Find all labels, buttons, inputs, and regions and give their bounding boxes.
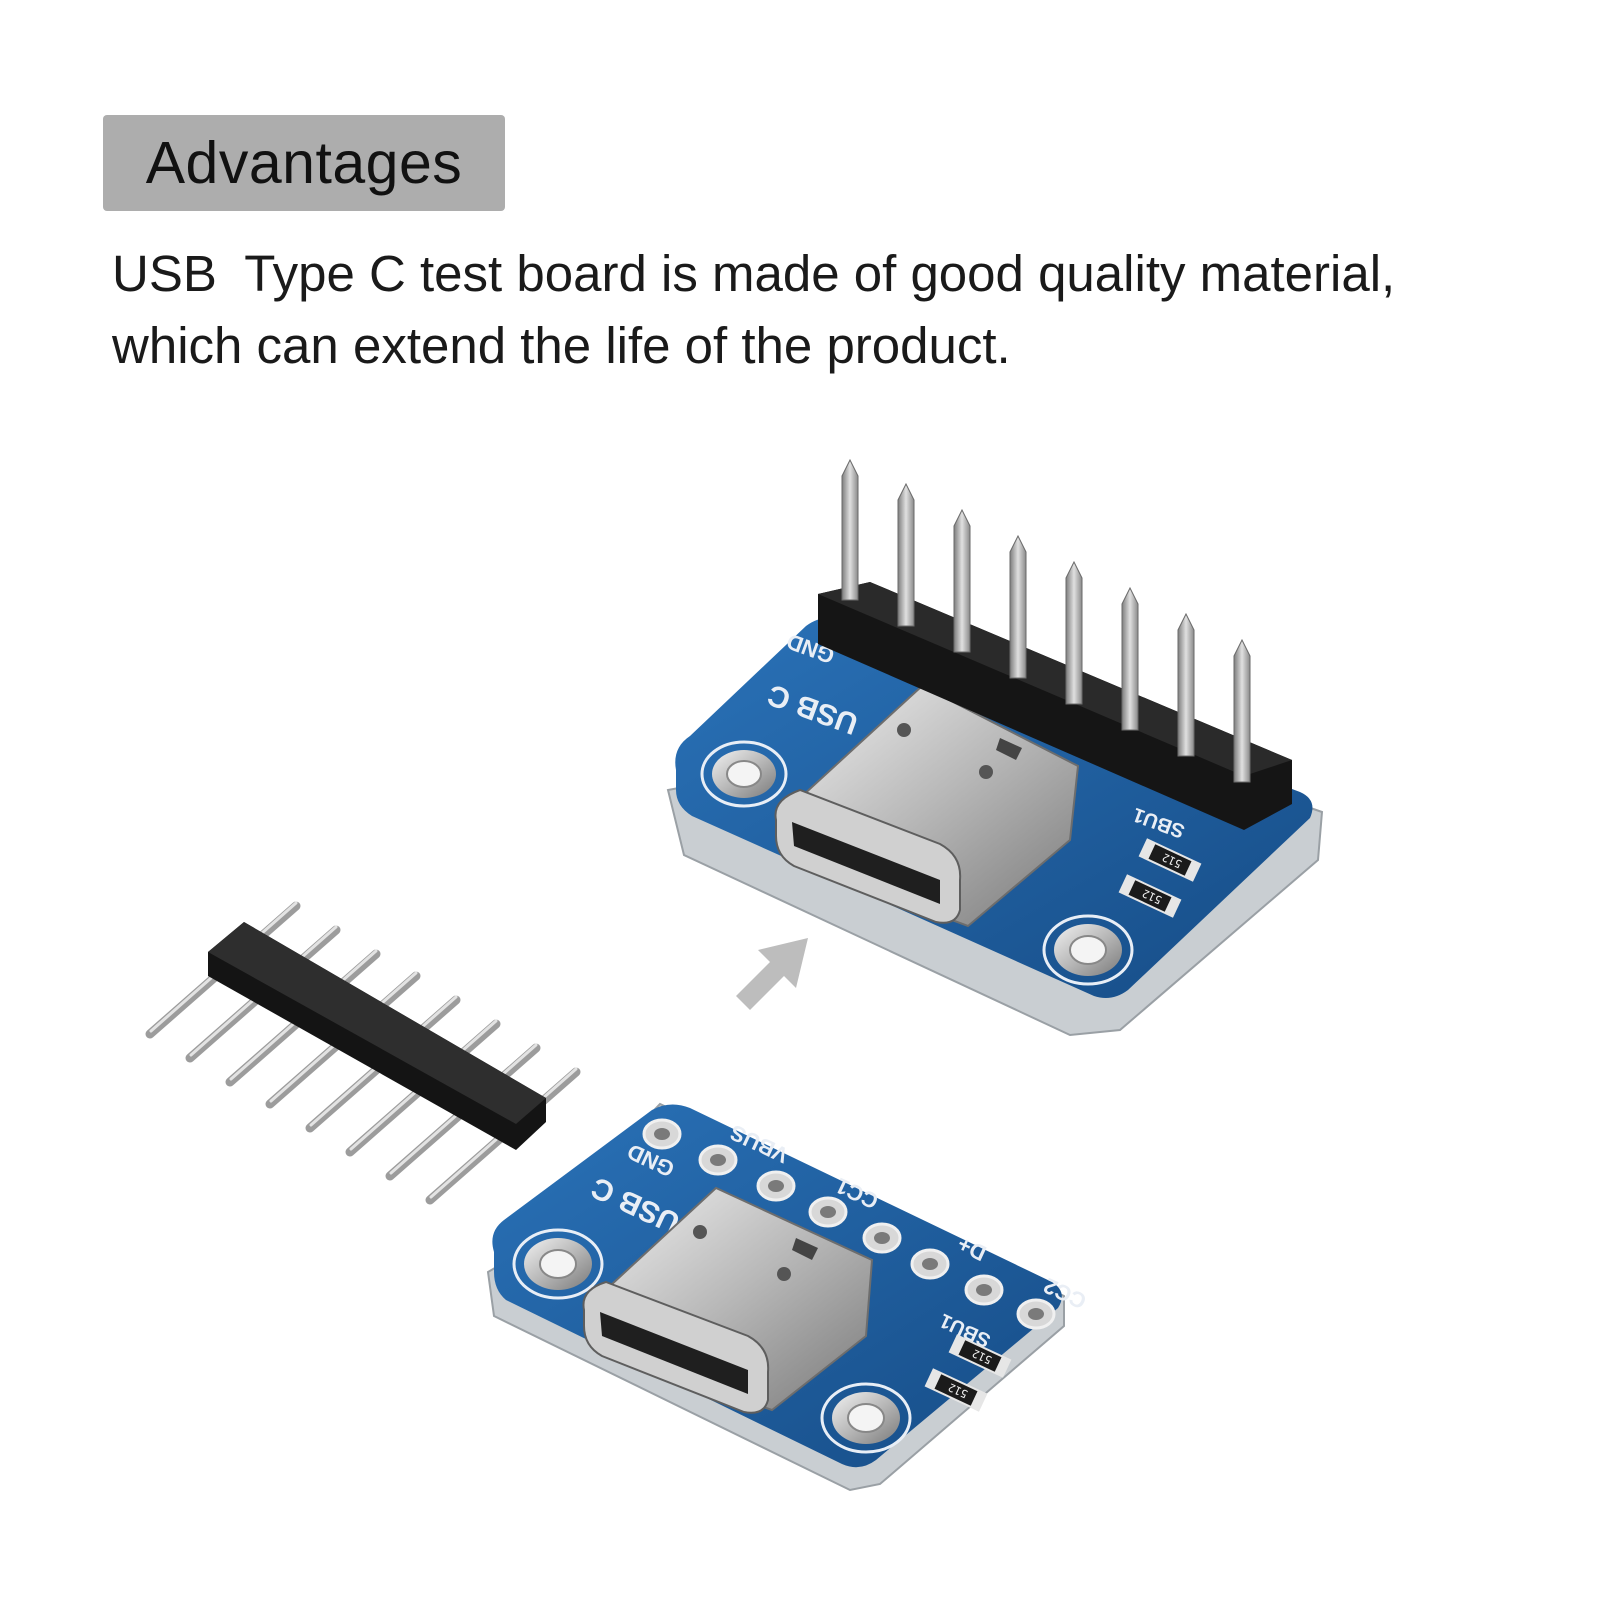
usb-c-connector	[774, 684, 1080, 928]
assembled-board: GND USB C SBU1 512 512	[666, 458, 1324, 1037]
resistor: 512	[1118, 874, 1182, 918]
product-description: USB Type C test board is made of good qu…	[112, 238, 1582, 382]
loose-pin-header	[145, 901, 581, 1205]
resistor: 512	[948, 1334, 1012, 1378]
mounting-hole	[1042, 914, 1134, 986]
arrow-icon	[736, 938, 808, 1010]
mounting-hole	[700, 740, 788, 808]
description-line-1: USB Type C test board is made of good qu…	[112, 245, 1396, 302]
mounting-hole	[512, 1228, 604, 1300]
resistor: 512	[1138, 838, 1202, 882]
bare-board: GND VBUS CC1 D+ CC2 USB C SBU1 512 512	[486, 1102, 1090, 1492]
description-line-2: which can extend the life of the product…	[112, 317, 1011, 374]
advantages-badge: Advantages	[103, 115, 505, 211]
usb-c-connector	[582, 1186, 874, 1414]
mounting-hole	[820, 1382, 912, 1454]
header-pins-vertical	[841, 458, 1251, 783]
pin-pads	[642, 1118, 1056, 1330]
advantages-title: Advantages	[145, 130, 463, 196]
pin-header-soldered	[818, 582, 1292, 830]
resistor: 512	[924, 1368, 988, 1412]
